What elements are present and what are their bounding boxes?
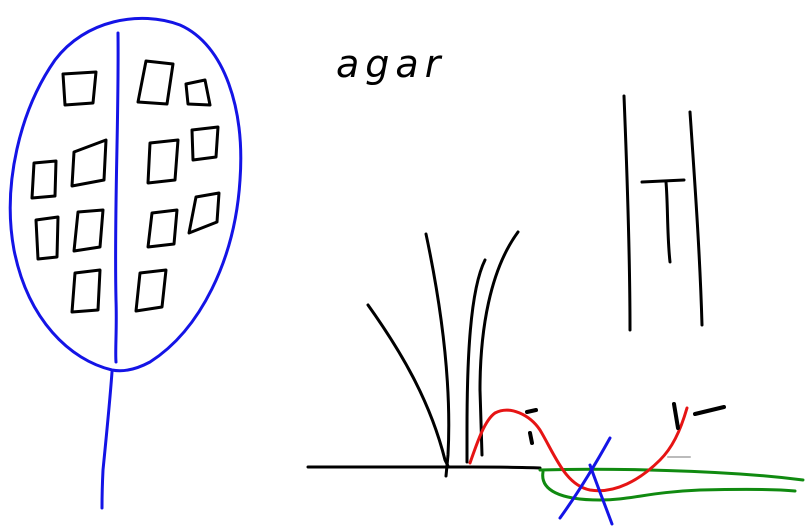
black-ground-line	[306, 465, 542, 470]
black-tall-strokes	[366, 230, 520, 478]
small-black-marks	[525, 402, 726, 445]
blue-stem	[100, 370, 114, 510]
small-i-mark	[640, 178, 686, 264]
blue-x-cross	[558, 436, 614, 526]
green-lines	[538, 467, 805, 502]
blue-oval-shape	[8, 16, 243, 373]
oval-squares	[30, 59, 221, 314]
red-wavy-line	[468, 406, 689, 493]
handwritten-label: agar	[336, 42, 446, 86]
parallel-vertical-lines	[622, 94, 704, 332]
